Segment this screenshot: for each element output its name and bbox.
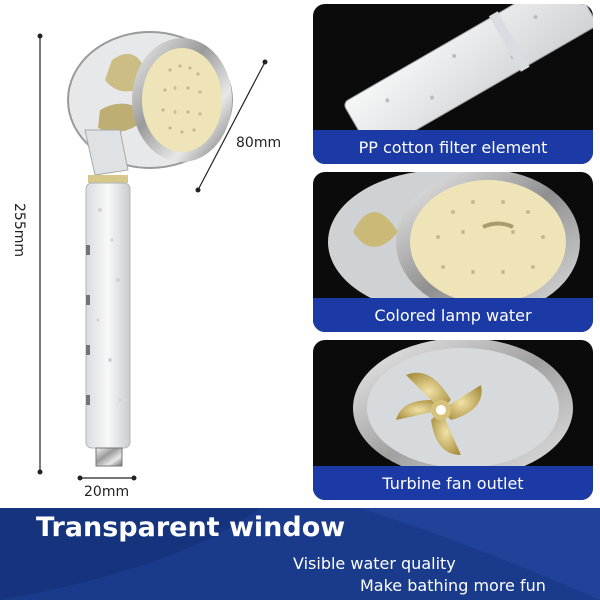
shower-head-illustration	[37, 31, 268, 481]
base-dimension-label: 20mm	[84, 484, 130, 500]
feature-label-turbine: Turbine fan outlet	[313, 466, 593, 500]
banner-title: Transparent window	[36, 512, 346, 543]
banner-swoosh	[0, 508, 600, 600]
turbine-fan-icon	[353, 340, 573, 478]
height-dimension-label: 255mm	[11, 203, 27, 257]
shower-head-face-icon	[328, 172, 580, 314]
head-dimension-label: 80mm	[236, 135, 282, 151]
feature-card-filter: PP cotton filter element	[313, 4, 593, 164]
feature-card-turbine: Turbine fan outlet	[313, 340, 593, 500]
filter-cartridge-icon	[344, 4, 593, 154]
banner-line-1: Visible water quality	[293, 554, 456, 573]
bottom-banner	[0, 508, 600, 600]
feature-card-lamp: Colored lamp water	[313, 172, 593, 332]
feature-label-lamp: Colored lamp water	[313, 298, 593, 332]
banner-line-2: Make bathing more fun	[360, 576, 546, 595]
feature-label-filter: PP cotton filter element	[313, 130, 593, 164]
